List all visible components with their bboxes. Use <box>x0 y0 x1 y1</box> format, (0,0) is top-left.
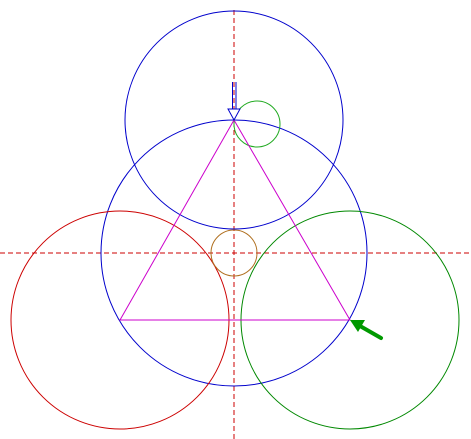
equilateral-triangle <box>119 118 351 321</box>
top-circle <box>124 10 344 230</box>
small-top-circle <box>233 100 281 148</box>
down-arrow-icon <box>227 82 241 122</box>
small-center-circle <box>210 229 258 277</box>
diagonal-arrow-icon <box>350 320 383 340</box>
